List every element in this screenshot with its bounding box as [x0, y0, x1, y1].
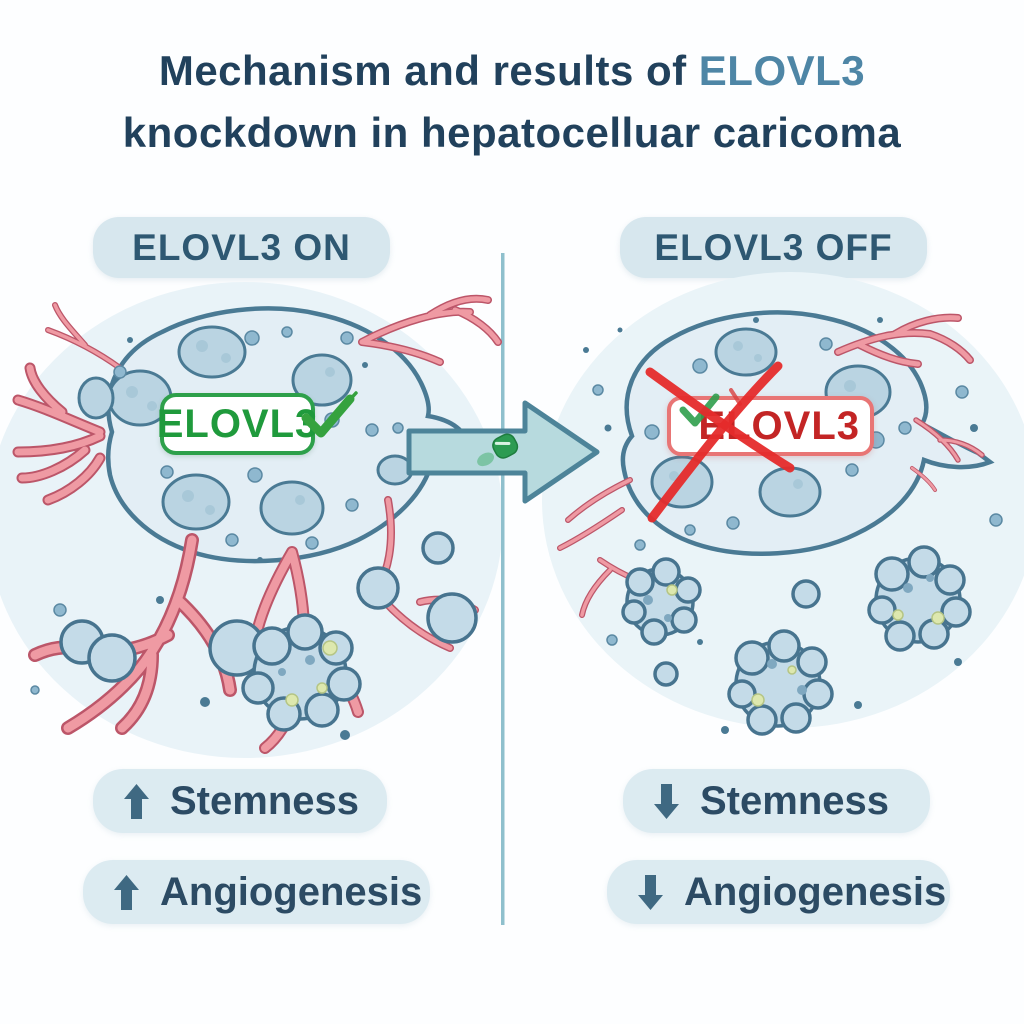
- title-line-2: knockdown in hepatocelluar caricoma: [122, 109, 902, 156]
- knockdown-arrow: [406, 400, 600, 504]
- right-cell-vesicles: [583, 317, 1003, 536]
- outcome-label: Stemness: [700, 778, 889, 823]
- outcome-label: Angiogenesis: [160, 869, 423, 914]
- left-cell-nodules: [77, 325, 414, 536]
- outcome-left-stemness: Stemness: [93, 769, 387, 833]
- outcome-left-angiogenesis: Angiogenesis: [83, 860, 430, 924]
- up-arrow-icon: [124, 783, 149, 819]
- right-spheroids: [606, 539, 972, 736]
- gene-badge-off: ELOVL3: [667, 396, 874, 456]
- outcome-right-angiogenesis: Angiogenesis: [607, 860, 950, 924]
- up-arrow-icon: [114, 874, 139, 910]
- left-spheroids: [30, 531, 478, 740]
- left-large-spheroid: [241, 613, 362, 732]
- left-panel-header: ELOVL3 ON: [93, 217, 390, 278]
- outcome-label: Angiogenesis: [684, 869, 947, 914]
- left-cell-vesicles: [113, 326, 404, 563]
- down-arrow-icon: [638, 874, 663, 910]
- title-line-1: Mechanism and results of ELOVL3: [0, 40, 1024, 102]
- panel-divider: [501, 253, 505, 925]
- outcome-label: Stemness: [170, 778, 359, 823]
- right-panel-header: ELOVL3 OFF: [620, 217, 927, 278]
- knockdown-capsule-icon: [477, 433, 519, 467]
- title-prefix: Mechanism and results of: [158, 47, 699, 94]
- gene-badge-on: ELOVL3: [157, 393, 317, 455]
- outcome-right-stemness: Stemness: [623, 769, 930, 833]
- right-vessels: [560, 318, 982, 615]
- title-gene-highlight: ELOVL3: [698, 47, 866, 94]
- down-arrow-icon: [654, 783, 679, 819]
- figure-title: Mechanism and results of ELOVL3 knockdow…: [0, 40, 1024, 164]
